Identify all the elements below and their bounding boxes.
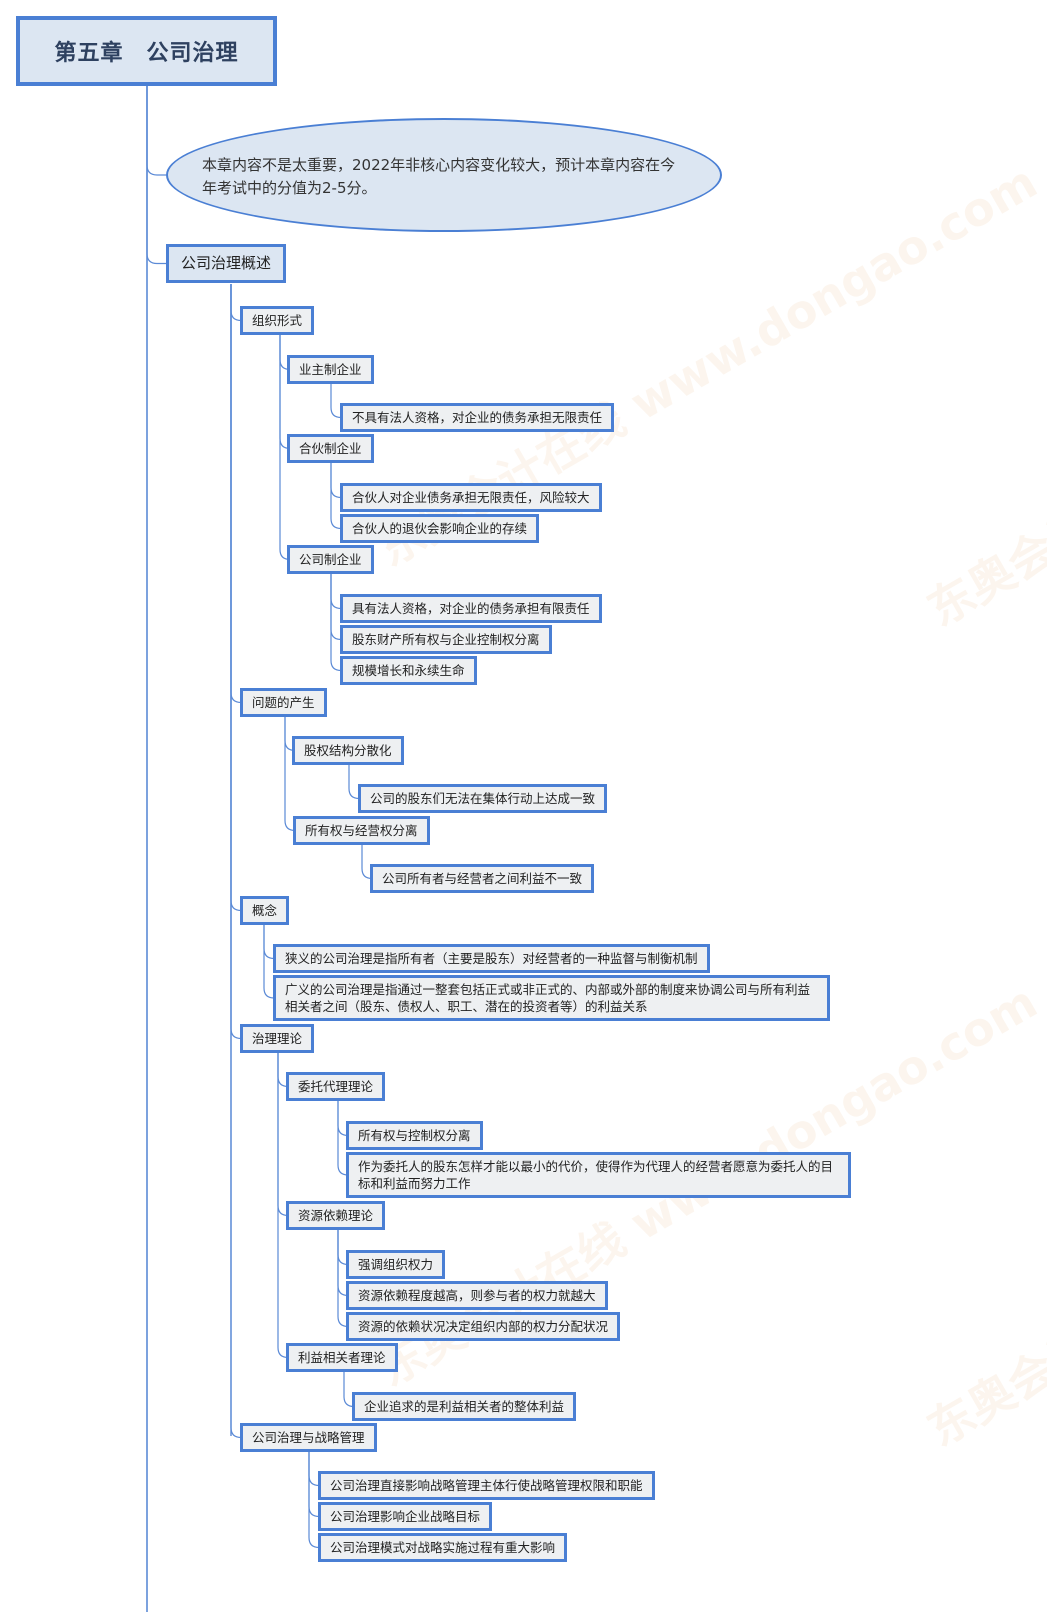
leaf-node[interactable]: 资源的依赖状况决定组织内部的权力分配状况 xyxy=(346,1312,621,1341)
leaf-node[interactable]: 狭义的公司治理是指所有者（主要是股东）对经营者的一种监督与制衡机制 xyxy=(273,944,710,973)
connector-line xyxy=(230,284,242,1439)
node-agency-theory[interactable]: 委托代理理论 xyxy=(286,1072,386,1101)
chapter-summary-node[interactable]: 本章内容不是太重要，2022年非核心内容变化较大，预计本章内容在今年考试中的分值… xyxy=(166,118,722,232)
leaf-node[interactable]: 规模增长和永续生命 xyxy=(340,656,477,685)
node-problems[interactable]: 问题的产生 xyxy=(240,688,327,717)
leaf-node[interactable]: 公司所有者与经营者之间利益不一致 xyxy=(370,864,595,893)
node-dispersed-ownership[interactable]: 股权结构分散化 xyxy=(292,736,404,765)
leaf-node[interactable]: 公司的股东们无法在集体行动上达成一致 xyxy=(358,784,608,813)
leaf-node[interactable]: 股东财产所有权与企业控制权分离 xyxy=(340,625,552,654)
leaf-node[interactable]: 资源依赖程度越高，则参与者的权力就越大 xyxy=(346,1281,608,1310)
leaf-node[interactable]: 具有法人资格，对企业的债务承担有限责任 xyxy=(340,594,602,623)
connector-line xyxy=(230,284,242,912)
node-stakeholder-theory[interactable]: 利益相关者理论 xyxy=(286,1343,398,1372)
node-sole-proprietorship[interactable]: 业主制企业 xyxy=(287,355,374,384)
leaf-node[interactable]: 合伙人对企业债务承担无限责任，风险较大 xyxy=(340,483,602,512)
leaf-node[interactable]: 合伙人的退伙会影响企业的存续 xyxy=(340,514,540,543)
connector-line xyxy=(146,86,166,265)
leaf-node[interactable]: 公司治理模式对战略实施过程有重大影响 xyxy=(318,1533,568,1562)
connector-line xyxy=(146,86,166,176)
leaf-node[interactable]: 企业追求的是利益相关者的整体利益 xyxy=(352,1392,577,1421)
connector-line xyxy=(284,715,296,832)
leaf-node[interactable]: 公司治理直接影响战略管理主体行使战略管理权限和职能 xyxy=(318,1471,655,1500)
leaf-node[interactable]: 不具有法人资格，对企业的债务承担无限责任 xyxy=(340,403,615,432)
connector-line xyxy=(279,333,291,450)
node-theories[interactable]: 治理理论 xyxy=(240,1024,315,1053)
leaf-node[interactable]: 广义的公司治理是指通过一整套包括正式或非正式的、内部或外部的制度来协调公司与所有… xyxy=(273,975,830,1021)
node-strategy[interactable]: 公司治理与战略管理 xyxy=(240,1423,377,1452)
leaf-node[interactable]: 公司治理影响企业战略目标 xyxy=(318,1502,493,1531)
connector-line xyxy=(230,284,242,1040)
node-overview[interactable]: 公司治理概述 xyxy=(166,244,287,283)
node-partnership[interactable]: 合伙制企业 xyxy=(287,434,374,463)
leaf-node[interactable]: 所有权与控制权分离 xyxy=(346,1121,483,1150)
connector-line xyxy=(230,284,242,704)
node-org-forms[interactable]: 组织形式 xyxy=(240,306,315,335)
node-ownership-separation[interactable]: 所有权与经营权分离 xyxy=(293,816,430,845)
leaf-node[interactable]: 作为委托人的股东怎样才能以最小的代价，使得作为代理人的经营者愿意为委托人的目标和… xyxy=(346,1152,851,1198)
leaf-node[interactable]: 强调组织权力 xyxy=(346,1250,446,1279)
node-resource-dependence[interactable]: 资源依赖理论 xyxy=(286,1201,386,1230)
node-corporation[interactable]: 公司制企业 xyxy=(287,545,374,574)
root-title-node[interactable]: 第五章 公司治理 xyxy=(16,16,277,86)
node-concept[interactable]: 概念 xyxy=(240,896,290,925)
